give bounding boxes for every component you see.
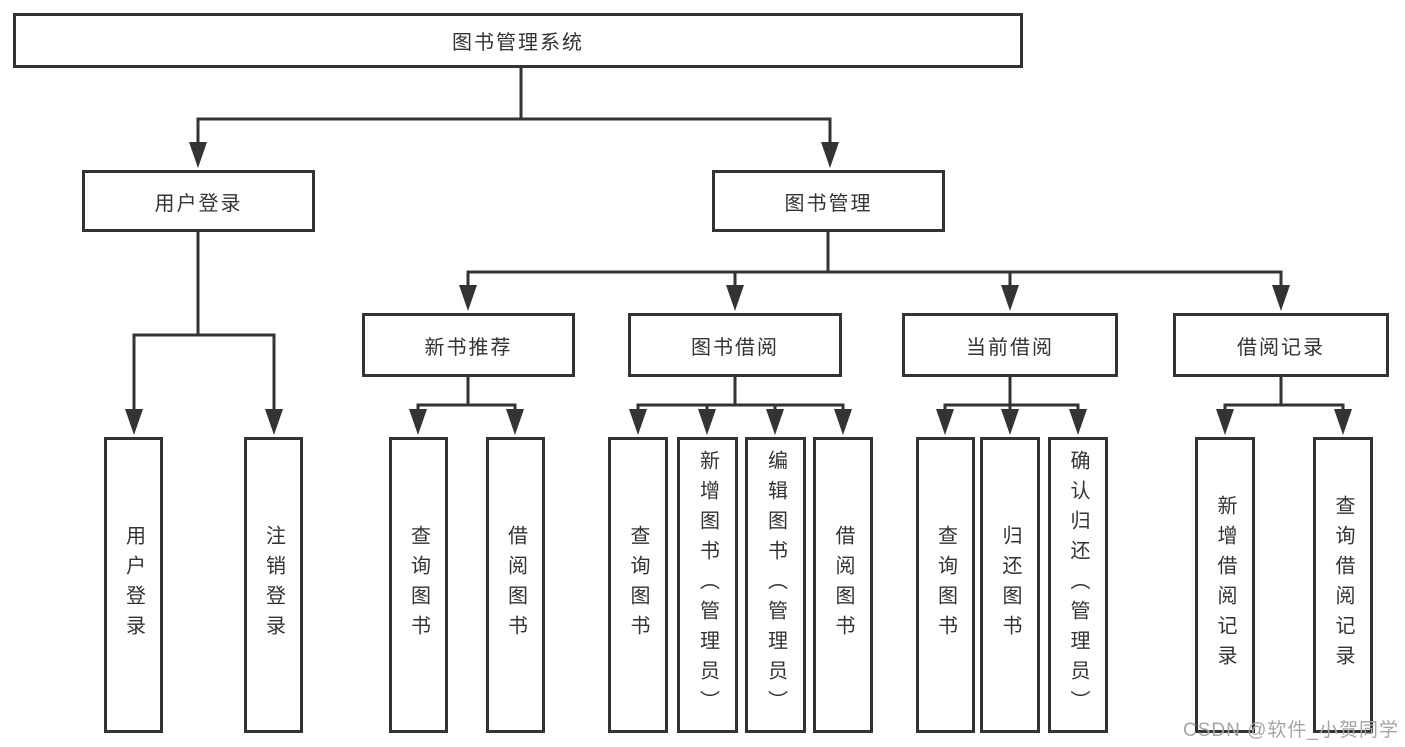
- arrowheads: [125, 142, 1352, 435]
- node-label: 当前借阅: [966, 336, 1054, 359]
- leaf-return-books: 归还图书: [980, 437, 1040, 733]
- csdn-watermark: CSDN @软件_小贺同学: [1183, 720, 1399, 741]
- node-label: 新书推荐: [424, 336, 513, 359]
- node-label: 图书管理系统: [452, 32, 584, 54]
- leaf-query-books: 查询图书: [916, 437, 975, 733]
- node-borrowing-records: 借阅记录: [1173, 313, 1389, 377]
- node-label: 查询图书: [627, 525, 649, 645]
- node-library-management-system: 图书管理系统: [13, 13, 1023, 68]
- leaf-add-books-admin: 新增图书（管理员）: [677, 437, 738, 733]
- node-label: 注销登录: [262, 525, 285, 645]
- node-label: 查询借阅记录: [1332, 495, 1354, 675]
- node-label: 新增图书（管理员）: [696, 450, 719, 720]
- node-user-login: 用户登录: [82, 170, 315, 232]
- node-book-borrowing: 图书借阅: [628, 313, 842, 377]
- node-label: 确认归还（管理员）: [1067, 450, 1089, 720]
- node-label: 借阅图书: [832, 525, 854, 645]
- leaf-confirm-return-admin: 确认归还（管理员）: [1048, 437, 1108, 733]
- leaf-borrow-books: 借阅图书: [813, 437, 873, 733]
- node-label: 图书管理: [784, 192, 873, 215]
- node-label: 编辑图书（管理员）: [764, 450, 787, 720]
- leaf-query-books: 查询图书: [608, 437, 668, 733]
- leaf-query-borrow-record: 查询借阅记录: [1313, 437, 1373, 733]
- node-label: 借阅图书: [504, 525, 527, 645]
- node-label: 用户登录: [122, 525, 145, 645]
- leaf-edit-books-admin: 编辑图书（管理员）: [745, 437, 806, 733]
- node-label: 用户登录: [154, 192, 243, 215]
- node-label: 查询图书: [934, 525, 957, 645]
- leaf-borrow-books: 借阅图书: [486, 437, 545, 733]
- node-label: 新增借阅记录: [1214, 495, 1236, 675]
- leaf-add-borrow-record: 新增借阅记录: [1195, 437, 1255, 733]
- node-book-management: 图书管理: [712, 170, 945, 232]
- node-label: 借阅记录: [1237, 336, 1325, 359]
- leaf-query-books: 查询图书: [389, 437, 448, 733]
- leaf-logout: 注销登录: [244, 437, 303, 733]
- node-current-borrowing: 当前借阅: [902, 313, 1118, 377]
- node-label: 图书借阅: [691, 336, 779, 359]
- node-label: 查询图书: [407, 525, 430, 645]
- leaf-user-login: 用户登录: [104, 437, 163, 733]
- node-new-book-recommend: 新书推荐: [362, 313, 575, 377]
- node-label: 归还图书: [999, 525, 1021, 645]
